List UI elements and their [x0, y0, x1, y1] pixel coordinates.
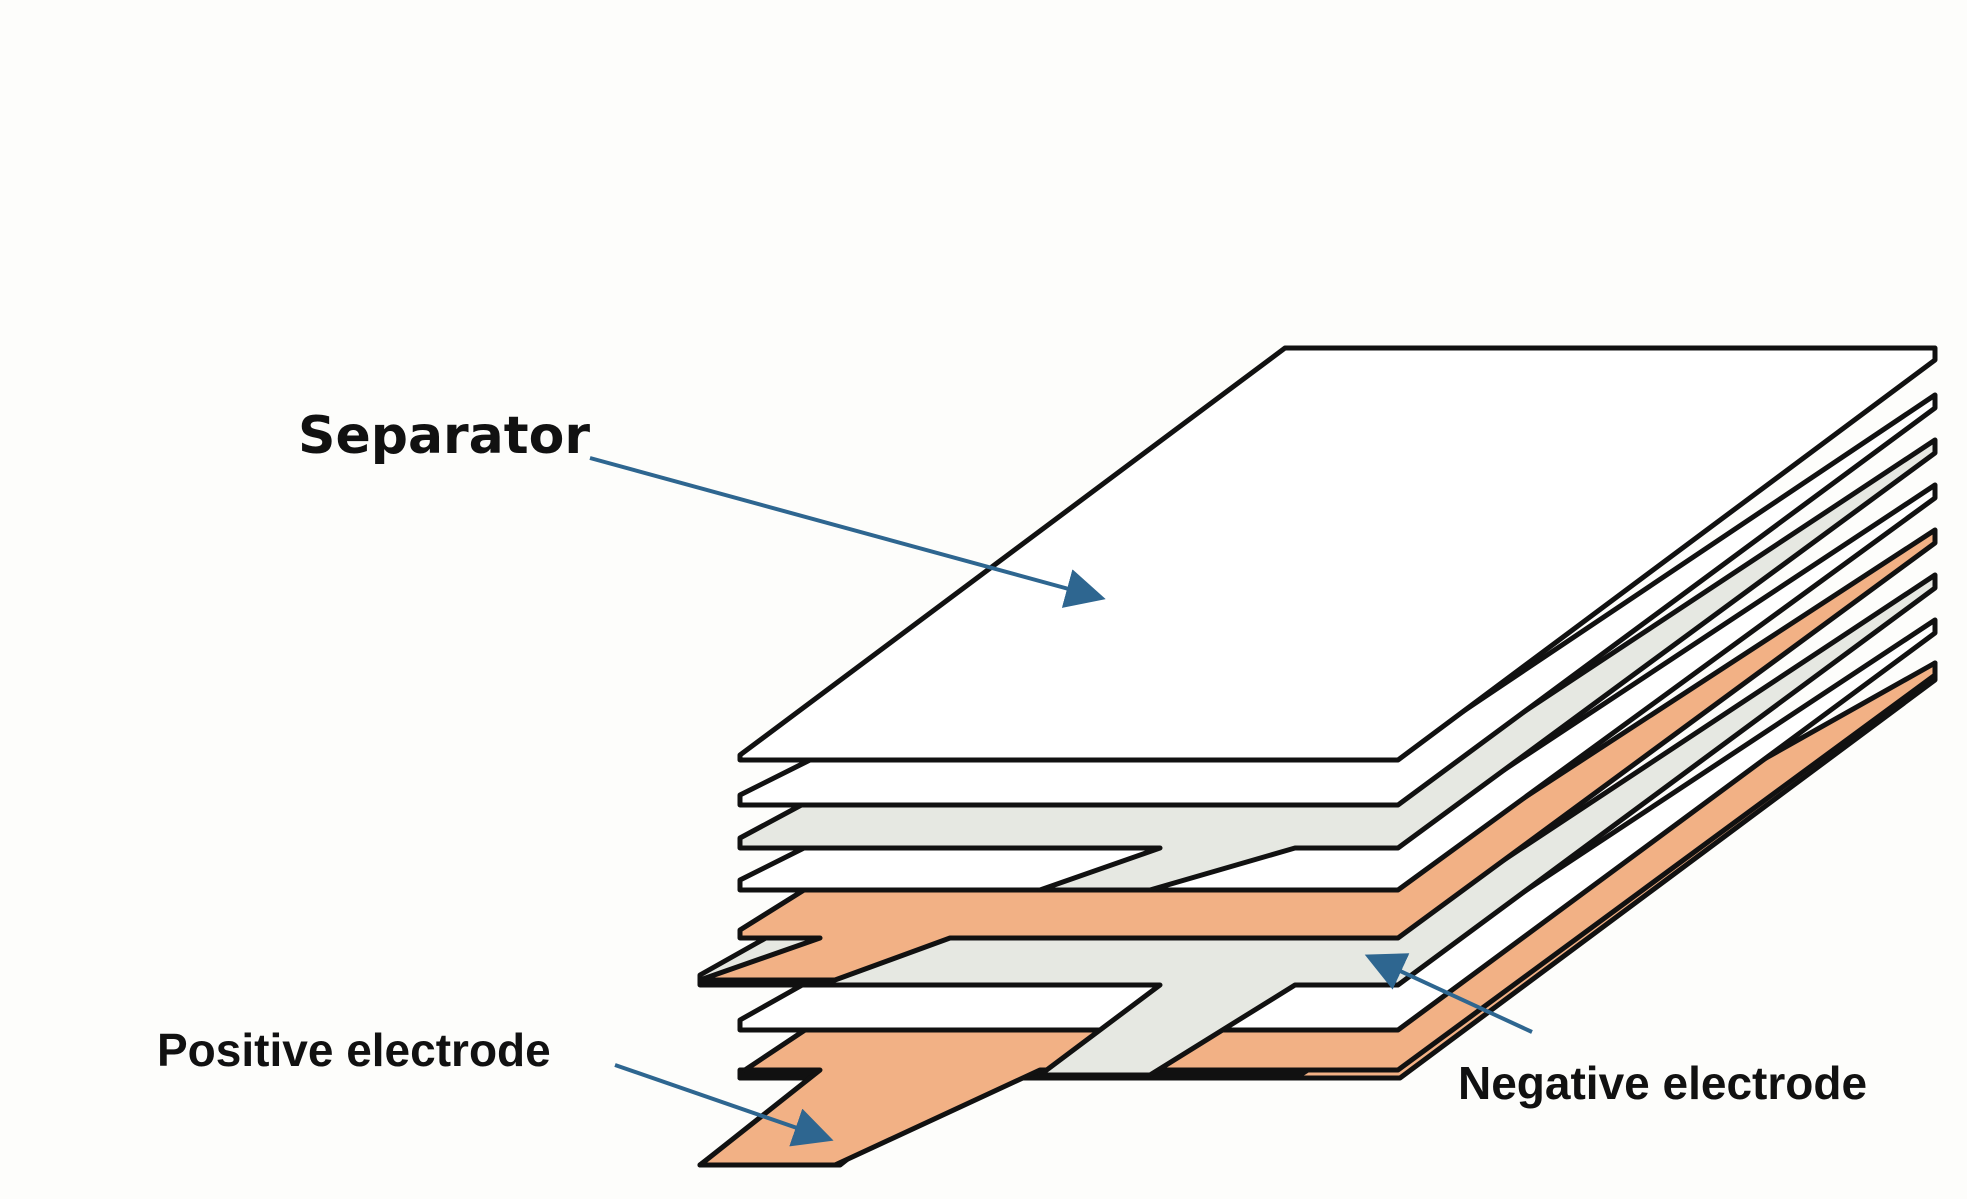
positive-electrode-label: Positive electrode: [157, 1024, 551, 1076]
callout-arrows: [589, 456, 1533, 1147]
negative-electrode-arrow: [1364, 953, 1533, 1034]
separator-label: Separator: [298, 406, 590, 466]
separator-layer-top: [737, 345, 1938, 763]
separator-arrow: [589, 456, 1106, 608]
positive-electrode-arrow: [614, 1063, 834, 1147]
negative-electrode-label: Negative electrode: [1458, 1057, 1868, 1109]
electrode-stack: [697, 345, 1938, 1168]
